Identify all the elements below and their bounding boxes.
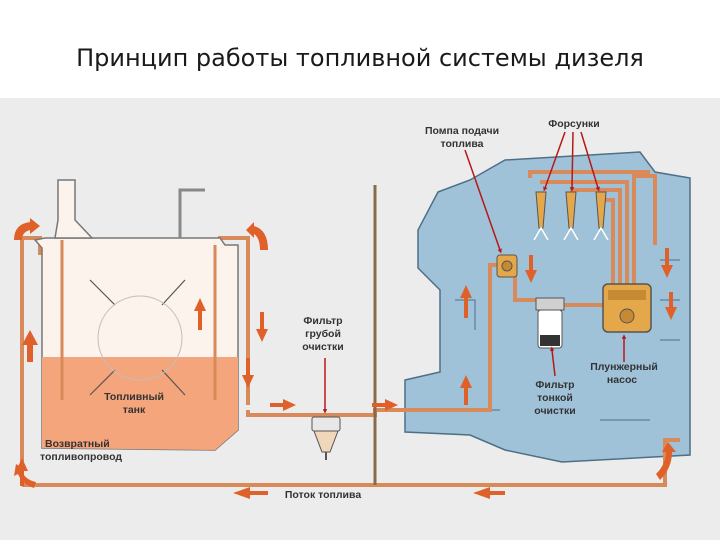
arrow-up-engine — [460, 285, 472, 318]
fuel-feed-pump — [496, 254, 518, 278]
coarse-filter-label-line1: Фильтр — [303, 315, 342, 327]
coarse-filter-label-line3: очистки — [302, 341, 343, 353]
arrow-up-tank-inner — [194, 298, 206, 330]
fuel-flow-label: Поток топлива — [285, 489, 361, 501]
fine-filter-label-line1: Фильтр — [535, 379, 574, 391]
return-line-label-line2: топливопровод — [40, 451, 122, 463]
plunger-pump — [602, 283, 652, 333]
arrow-down-engine-right-2 — [665, 292, 677, 320]
tank-label-line1: Топливный — [104, 391, 164, 403]
fine-filter-label-line3: очистки — [534, 405, 575, 417]
arrow-down-engine-right — [661, 248, 673, 278]
arrow-left-return-2 — [233, 487, 268, 499]
return-line-label-line1: Возвратный — [45, 438, 110, 450]
arrow-right-feed — [270, 399, 296, 411]
pump-label-line1: Помпа подачи — [425, 125, 499, 137]
coarse-filter — [311, 416, 341, 460]
injectors — [533, 191, 609, 241]
injectors-label: Форсунки — [548, 118, 600, 130]
flow-arrows — [14, 218, 677, 499]
arrow-curve-bottomright — [656, 442, 676, 480]
tank-label-line2: танк — [123, 404, 146, 416]
plunger-pump-label-line2: насос — [607, 374, 637, 386]
arrow-up-tank-left — [22, 330, 38, 362]
fine-filter — [535, 297, 565, 349]
fuel-tank — [33, 179, 239, 451]
leader-lines — [322, 131, 627, 414]
arrow-down-tank-right — [256, 312, 268, 342]
arrow-curve-topleft — [14, 218, 40, 240]
arrow-left-return — [473, 487, 505, 499]
fuel-level — [42, 357, 238, 450]
arrow-curve-bottomleft — [14, 464, 36, 488]
fine-filter-label-line2: тонкой — [537, 392, 573, 404]
slide-title: Принцип работы топливной системы дизеля — [76, 44, 644, 72]
arrow-down-pump — [525, 255, 537, 283]
arrow-up-engine-2 — [460, 375, 472, 405]
coarse-filter-label-line2: грубой — [305, 328, 341, 340]
arrow-down-tank-mid — [242, 358, 254, 388]
pump-label-line2: топлива — [440, 138, 483, 150]
arrow-right-feed-2 — [372, 399, 398, 411]
plunger-pump-label-line1: Плунжерный — [590, 361, 658, 373]
arrow-curve-topright — [246, 222, 268, 250]
